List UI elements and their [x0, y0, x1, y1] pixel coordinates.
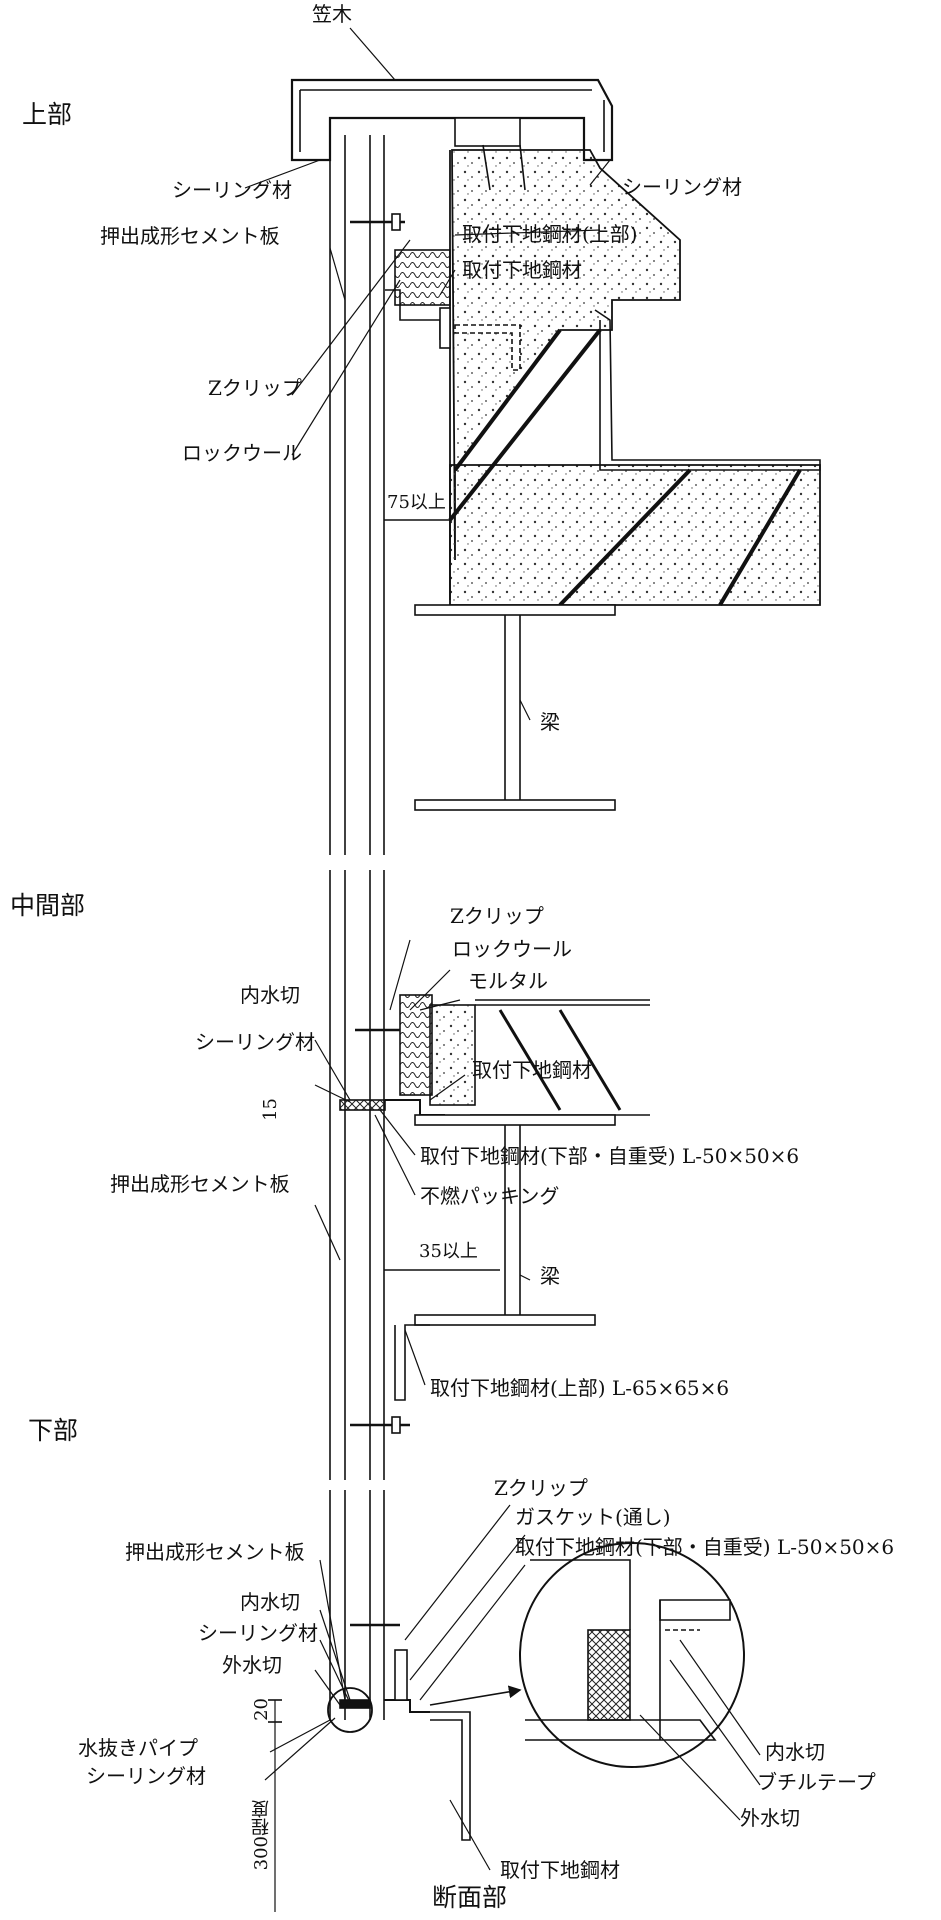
panel-bottom	[329, 1490, 385, 1720]
label-steel-lower-middle: 取付下地鋼材(下部・自重受) L-50×50×6	[420, 1144, 800, 1168]
label-sealing-bottom-2: シーリング材	[86, 1764, 206, 1788]
flashing-circle	[327, 1687, 373, 1733]
label-sealing-left-top: シーリング材	[172, 178, 292, 202]
label-outer-flashing: 外水切	[222, 1653, 282, 1677]
section-label-bottom: 下部	[28, 1416, 79, 1445]
label-steel-bottom: 取付下地鋼材	[500, 1858, 620, 1882]
label-steel-middle: 取付下地鋼材	[472, 1058, 592, 1082]
label-dim-75: 75以上	[387, 492, 446, 513]
label-zclip-middle: Zクリップ	[450, 904, 544, 928]
label-panel-middle: 押出成形セメント板	[110, 1172, 290, 1196]
caption: 断面部	[432, 1883, 508, 1912]
beam-middle	[394, 1114, 616, 1401]
label-detail-butyl-tape: ブチルテープ	[757, 1770, 876, 1794]
label-packing: 不燃パッキング	[420, 1184, 560, 1208]
label-detail-inner-flashing: 内水切	[765, 1740, 825, 1764]
label-inner-flashing-bottom: 内水切	[240, 1590, 300, 1614]
label-zclip-bottom: Zクリップ	[494, 1476, 588, 1500]
label-dim-35: 35以上	[419, 1241, 478, 1262]
label-dim-20: 20	[251, 1698, 272, 1721]
label-mortar: モルタル	[468, 969, 548, 993]
concrete-slab	[448, 328, 821, 607]
panel-middle	[329, 870, 385, 1480]
label-dim-300: 300程度	[251, 1800, 272, 1871]
label-rockwool-middle: ロックウール	[452, 937, 572, 961]
label-drain-pipe: 水抜きパイプ	[78, 1736, 198, 1760]
label-rockwool-top: ロックウール	[182, 441, 302, 465]
mortar-block	[399, 994, 650, 1116]
leader-lines	[244, 27, 761, 1871]
label-steel-top: 取付下地鋼材	[462, 258, 582, 282]
coping-kasagi	[290, 78, 614, 162]
label-steel-lower-bottom: 取付下地鋼材(下部・自重受) L-50×50×6	[515, 1535, 895, 1559]
label-panel-bottom: 押出成形セメント板	[125, 1540, 305, 1564]
section-label-top: 上部	[22, 100, 73, 129]
label-beam-middle: 梁	[540, 1264, 560, 1288]
bolts-middle	[350, 1416, 410, 1434]
label-gasket: ガスケット(通し)	[515, 1505, 671, 1529]
bolts-top	[350, 213, 405, 231]
label-panel-top: 押出成形セメント板	[100, 224, 280, 248]
panel-top	[329, 135, 385, 855]
label-detail-outer-flashing: 外水切	[740, 1806, 800, 1830]
label-kasagi: 笠木	[312, 2, 352, 26]
detail-circle	[519, 1542, 745, 1768]
label-beam-top: 梁	[540, 710, 560, 734]
label-sealing-right-top: シーリング材	[622, 175, 742, 199]
label-dim-15: 15	[260, 1098, 281, 1121]
label-inner-flashing-middle: 内水切	[240, 983, 300, 1007]
anchors	[482, 144, 526, 191]
section-label-middle: 中間部	[10, 891, 86, 920]
steel-angle-bottom	[350, 1623, 471, 1841]
label-sealing-bottom: シーリング材	[198, 1621, 318, 1645]
label-steel-upper-middle: 取付下地鋼材(上部) L-65×65×6	[430, 1376, 730, 1400]
label-zclip-top: Zクリップ	[208, 376, 302, 400]
beam-top	[414, 604, 616, 811]
label-steel-upper-top: 取付下地鋼材(上部)	[462, 222, 638, 246]
label-sealing-middle: シーリング材	[195, 1030, 315, 1054]
